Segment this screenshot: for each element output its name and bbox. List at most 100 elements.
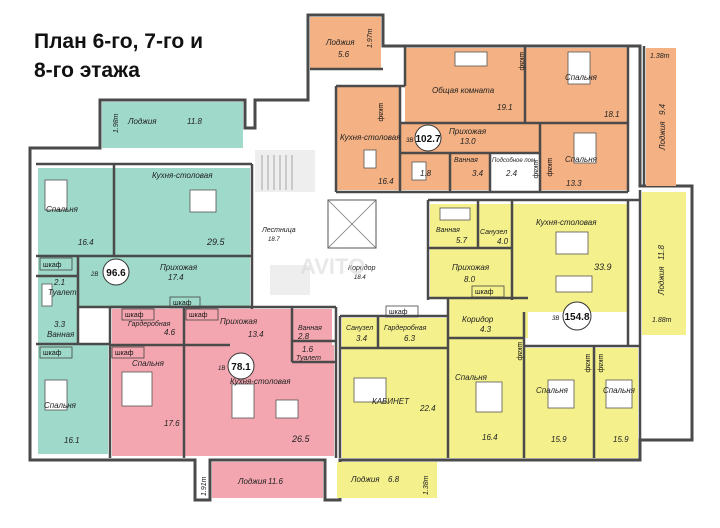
closet-or-4: шкаф [546, 158, 553, 177]
hall-gr-label: Прихожая [160, 263, 198, 272]
corridor-area: 18.4 [354, 275, 366, 281]
closet-ye-3: шкаф [516, 342, 523, 361]
office-label: КАБИНЕТ [372, 397, 410, 406]
loggia-pk-area: 11.6 [268, 477, 284, 486]
badge-yellow [562, 301, 592, 331]
badge-orange [414, 124, 442, 152]
kitchen-pk-label: Кухня-столовая [230, 377, 291, 386]
apartment-orange: Лоджия 5.6 1.97m Общая комната 19.1 Спал… [310, 17, 676, 194]
loggia-top-left-label: Лоджия [325, 38, 355, 47]
loggia-green-label: Лоджия [127, 117, 157, 126]
loggia-right-label: Лоджия [658, 121, 667, 151]
loggia-bot-label: Лоджия [350, 475, 380, 484]
plan-title-line-1: План 6-го, 7-го и [34, 30, 203, 53]
building-outline [28, 13, 694, 502]
bedroom-pk-label: Спальня [132, 359, 165, 368]
wc-ye2-area: 3.4 [356, 334, 368, 343]
watermark: AVITO [300, 254, 365, 279]
wc-gr-label: Туалет [48, 288, 77, 297]
apartment-pink: Гардеробная 4.6 Прихожая 13.4 Ванная 2.8… [110, 305, 338, 498]
apartment-green: Лоджия 1.98m 11.8 Кухня-столовая 29.5 Сп… [36, 102, 254, 458]
badge-orange-rooms: 3B [406, 138, 413, 144]
kitchen-yellow [512, 204, 628, 312]
corridor-label: Коридор [348, 264, 376, 272]
loggia-green-dim: 1.98m [113, 113, 120, 133]
hall-pink [184, 309, 292, 345]
kitchen-gr-area: 29.5 [206, 237, 226, 247]
stairs-area: 18.7 [268, 237, 280, 243]
loggia-bot-area: 6.8 [388, 475, 400, 484]
kitchen-or-label: Кухня-столовая [340, 133, 401, 142]
bath-pink [292, 309, 332, 341]
closet-ye-2: шкаф [389, 309, 408, 316]
office [342, 348, 448, 458]
wc-pk-area: 1.6 [302, 345, 314, 354]
bedroom-pk-area: 17.6 [164, 419, 180, 428]
kitchen-ye-area: 33.9 [594, 262, 612, 272]
corr-ye-label: Коридор [462, 315, 494, 324]
wc-yellow-2 [342, 318, 378, 348]
bedroom-ye3-area: 15.9 [613, 435, 629, 444]
wc-ye-area: 4.0 [497, 237, 509, 246]
closet-gr-3: шкаф [43, 350, 62, 357]
loggia-pink [212, 462, 323, 498]
bedroom-tr-area: 18.1 [604, 110, 620, 119]
loggia-top-left-area: 5.6 [338, 50, 350, 59]
kitchen-green [114, 168, 250, 256]
closet-ye-1: шкаф [475, 289, 494, 296]
loggia-ye-label: Лоджия [657, 266, 666, 296]
hall-yellow [430, 248, 512, 298]
hall-or-label: Прихожая [449, 127, 487, 136]
bedroom-or2-area: 13.3 [566, 179, 582, 188]
bedroom-gr-area: 16.4 [78, 238, 94, 247]
bath-ye-label: Ванная [436, 227, 460, 234]
bath-ye-area: 5.7 [456, 236, 468, 245]
plan-title-line-2: 8-го этажа [34, 59, 140, 82]
closet-pk-1-box: шкаф [121, 308, 155, 321]
stair-block-top [255, 150, 315, 192]
loggia-pk-dim: 1.91m [201, 476, 208, 496]
dress-ye-area: 6.3 [404, 334, 416, 343]
hall-or-area: 13.0 [460, 137, 476, 146]
bath-pk-area: 2.8 [297, 332, 310, 341]
wc-gr-area: 2.1 [53, 278, 65, 287]
loggia-right-dim: 1.38m [650, 53, 670, 60]
badge-yellow-rooms: 3B [552, 316, 559, 322]
kitchen-gr-label: Кухня-столовая [152, 171, 213, 180]
closet-ye-5: шкаф [597, 354, 604, 373]
badge-green-area: 96.6 [106, 268, 126, 279]
bedroom-ye3-label: Спальня [603, 386, 636, 395]
bath-gr-label: Ванная [47, 330, 75, 339]
living-area: 19.1 [497, 103, 513, 112]
stair-block-bottom [270, 265, 310, 295]
closet-pk-2: шкаф [189, 312, 208, 319]
hall-ye-area: 8.0 [464, 275, 476, 284]
hall-gr-area: 17.4 [168, 273, 184, 282]
bedroom-ye2-label: Спальня [536, 386, 569, 395]
kitchen-pink [184, 345, 334, 456]
loggia-right-area: 9.4 [658, 103, 667, 115]
loggia-green [102, 102, 243, 148]
bedroom-gr-label: Спальня [46, 205, 79, 214]
badge-yellow-area: 154.8 [564, 312, 589, 323]
closet-ye-1-box: шкаф [471, 285, 505, 298]
closet-pk-1: шкаф [125, 312, 144, 319]
badge-pink-area: 78.1 [231, 362, 251, 373]
closet-or-1: шкаф [377, 103, 384, 122]
closet-or-2: шкаф [518, 52, 525, 71]
bedroom-gr2-area: 16.1 [64, 436, 80, 445]
closet-gr-3-box: шкаф [39, 346, 73, 359]
bath-pk-label: Ванная [298, 325, 322, 332]
utility-label: Подсобное пом. [492, 158, 537, 164]
loggia-yellow [642, 192, 686, 335]
hall-ye-label: Прихожая [452, 263, 490, 272]
core: Лестница 18.7 Коридор 18.4 AVITO [255, 150, 377, 295]
wc-ye-label: Санузел [480, 229, 507, 236]
loggia-bottom [337, 462, 437, 498]
closet-ye-4: шкаф [584, 354, 591, 373]
bedroom-tr-label: Спальня [565, 73, 598, 82]
loggia-green-area: 11.8 [187, 117, 203, 126]
badge-pink-rooms: 1B [218, 366, 225, 372]
loggia-ye-area: 11.8 [657, 244, 666, 260]
